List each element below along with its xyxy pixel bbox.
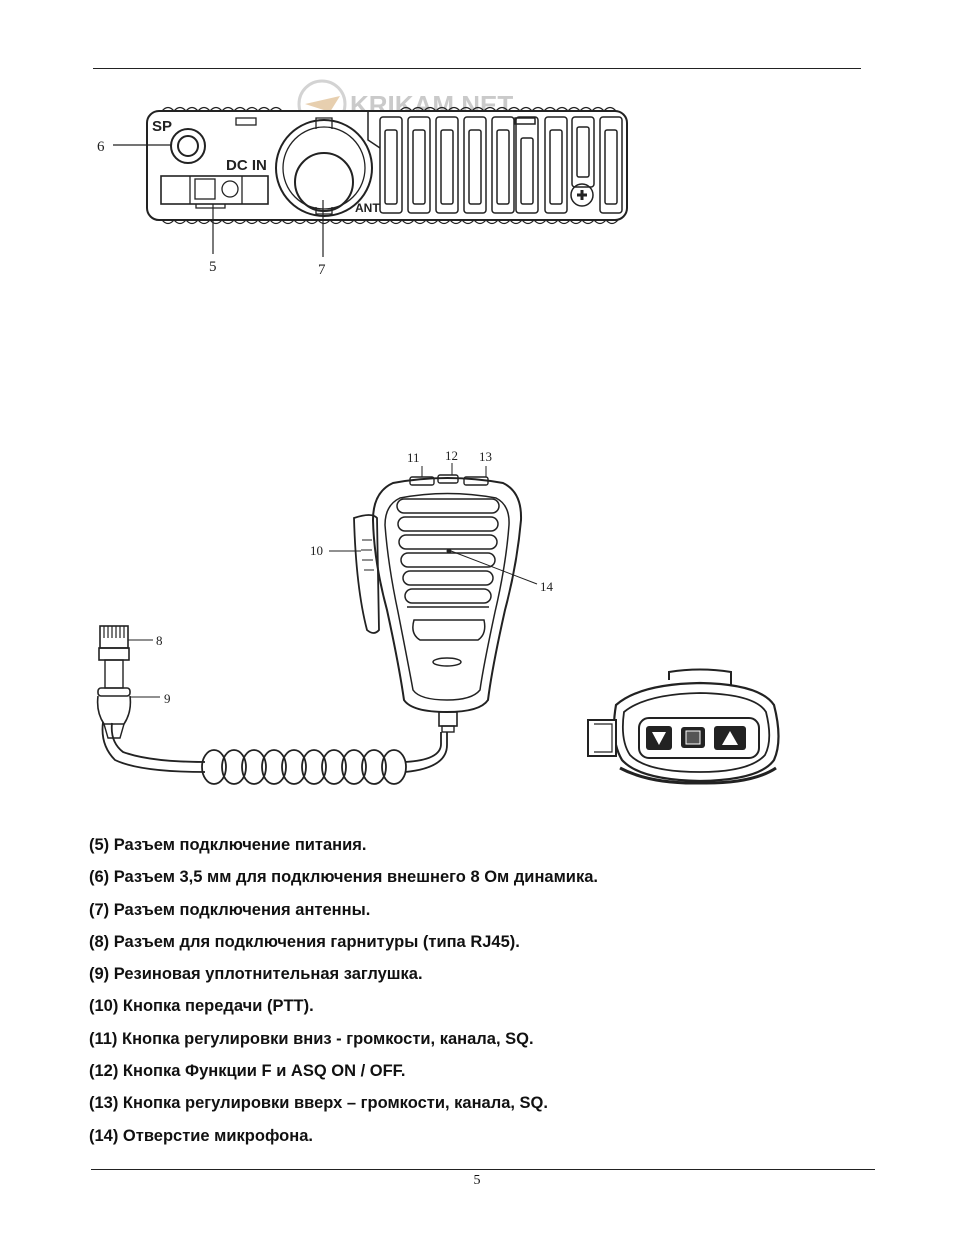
mic-top-view [587, 668, 780, 785]
callout-7: 7 [318, 262, 326, 278]
mic-cable [96, 625, 448, 785]
callout-11: 11 [407, 450, 420, 465]
header-rule [93, 68, 861, 69]
callout-6: 6 [97, 139, 105, 155]
legend-item-10: (10) Кнопка передачи (PTT). [89, 997, 314, 1016]
legend-list: (5) Разъем подключение питания. (6) Разъ… [89, 835, 889, 1158]
legend-item-5: (5) Разъем подключение питания. [89, 836, 367, 854]
dc-in-label: DC IN [226, 157, 267, 174]
callout-10: 10 [310, 543, 323, 558]
footer-rule [91, 1169, 875, 1170]
legend-item-6: (6) Разъем 3,5 мм для подключения внешне… [89, 868, 598, 887]
ant-label: ANT [355, 201, 380, 215]
sp-label: SP [152, 118, 172, 135]
callout-14: 14 [540, 579, 554, 594]
hand-microphone [353, 474, 523, 733]
legend-item-11: (11) Кнопка регулировки вниз - громкости… [89, 1029, 534, 1048]
rear-panel: SP DC IN ANT [146, 106, 628, 225]
page-number: 5 [473, 1173, 481, 1188]
legend-item-8: (8) Разъем для подключения гарнитуры (ти… [89, 932, 520, 951]
mic-callouts: 11 12 13 10 14 8 9 [128, 448, 554, 706]
legend-item-7: (7) Разъем подключения антенны. [89, 900, 371, 919]
legend-item-13: (13) Кнопка регулировки вверх – громкост… [89, 1094, 548, 1113]
legend-item-14: (14) Отверстие микрофона. [89, 1126, 313, 1145]
panel-callouts: 6 5 7 [97, 139, 326, 278]
callout-12: 12 [445, 448, 458, 463]
callout-13: 13 [479, 449, 492, 464]
legend-item-9: (9) Резиновая уплотнительная заглушка. [89, 965, 423, 984]
callout-8: 8 [156, 633, 163, 648]
legend-item-12: (12) Кнопка Функции F и ASQ ON / OFF. [89, 1062, 406, 1081]
callout-9: 9 [164, 691, 171, 706]
callout-5: 5 [209, 259, 217, 275]
